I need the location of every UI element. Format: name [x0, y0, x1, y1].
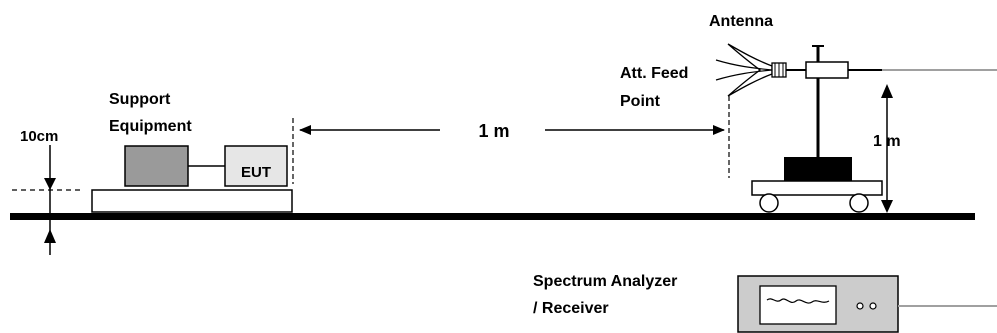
analyzer-label-2: / Receiver	[533, 300, 609, 317]
trolley-platform	[751, 180, 883, 196]
antenna-element	[715, 43, 787, 97]
support-equipment-box	[124, 145, 189, 187]
antenna-height-label: 1 m	[873, 133, 901, 150]
ground-plane	[10, 213, 975, 220]
antenna-height-arrow-down	[881, 200, 893, 213]
antenna-label: Antenna	[709, 13, 773, 30]
feed-point-label-2: Point	[620, 93, 661, 110]
support-equipment-label-1: Support	[109, 91, 171, 108]
eut-label: EUT	[241, 164, 271, 181]
trolley-wheel-left	[759, 193, 779, 213]
distance-label: 1 m	[478, 121, 509, 141]
antenna-height-arrow-up	[881, 84, 893, 98]
antenna-mount-block	[805, 61, 849, 79]
analyzer-knob-2	[869, 302, 877, 310]
height-10cm-arrow-down	[44, 178, 56, 190]
height-10cm-label: 10cm	[20, 128, 58, 145]
analyzer-knob-1	[856, 302, 864, 310]
spectrum-analyzer	[737, 275, 899, 333]
analyzer-trace	[766, 298, 830, 304]
feed-point-label-1: Att. Feed	[620, 65, 688, 82]
mast-base-weight	[784, 157, 852, 181]
height-10cm-arrow-up	[44, 229, 56, 243]
table	[91, 189, 293, 213]
eut-box	[224, 145, 288, 187]
analyzer-label-1: Spectrum Analyzer	[533, 273, 677, 290]
trolley-wheel-right	[849, 193, 869, 213]
support-equipment-label-2: Equipment	[109, 118, 192, 135]
analyzer-screen	[759, 285, 837, 325]
